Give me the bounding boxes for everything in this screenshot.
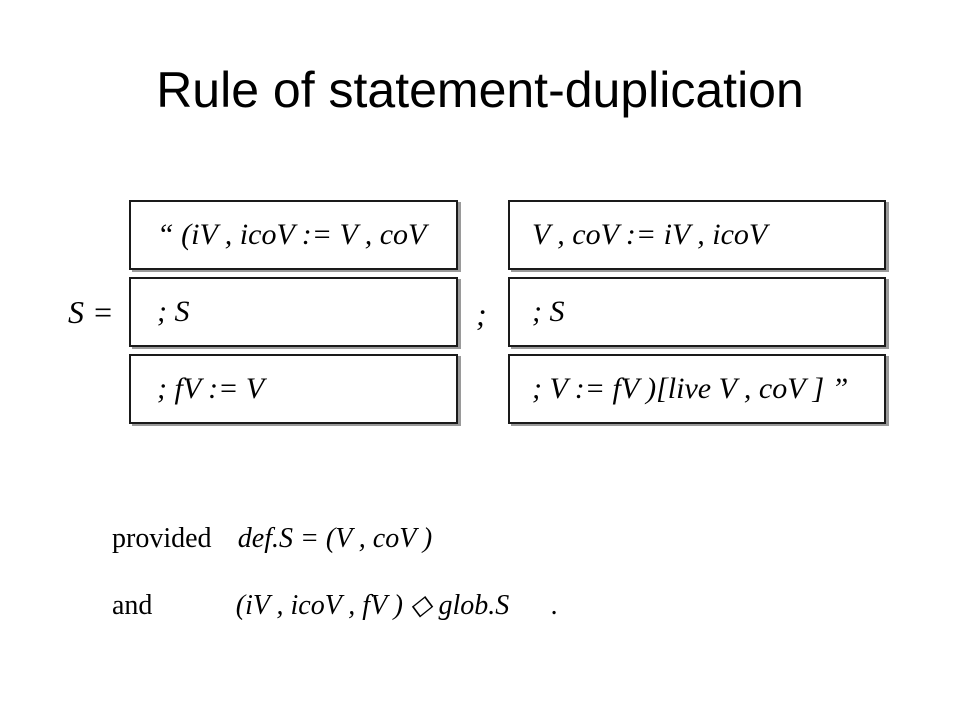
right-box-3: ; V := fV )[live V , coV ] ”: [508, 354, 886, 424]
proviso-expression: def.S = (V , coV ): [237, 523, 433, 554]
right-box-1: V , coV := iV , icoV: [508, 200, 886, 270]
left-box-3: ; fV := V: [129, 354, 458, 424]
left-box-1: “ (iV , icoV := V , coV: [129, 200, 458, 270]
right-box-1-text: V , coV := iV , icoV: [532, 218, 768, 251]
right-box-3-text: ; V := fV )[live V , coV ] ”: [532, 372, 849, 405]
left-box-3-text: ; fV := V: [157, 372, 265, 405]
right-box-2-text: ; S: [532, 295, 565, 328]
left-box-2: ; S: [129, 277, 458, 347]
proviso-keyword: provided: [112, 523, 212, 554]
proviso-expression: (iV , icoV , fV ) ◇ glob.S .: [235, 590, 559, 621]
proviso-keyword: and: [112, 590, 153, 621]
rule-lhs: S =: [68, 294, 114, 330]
left-box-1-text: “ (iV , icoV := V , coV: [157, 218, 427, 251]
proviso-provided: provided def.S = (V , coV ): [112, 522, 432, 555]
slide-title: Rule of statement-duplication: [156, 62, 804, 118]
right-box-2: ; S: [508, 277, 886, 347]
sequence-separator: ;: [476, 296, 487, 332]
left-box-2-text: ; S: [157, 295, 190, 328]
proviso-and: and (iV , icoV , fV ) ◇ glob.S .: [112, 588, 558, 622]
